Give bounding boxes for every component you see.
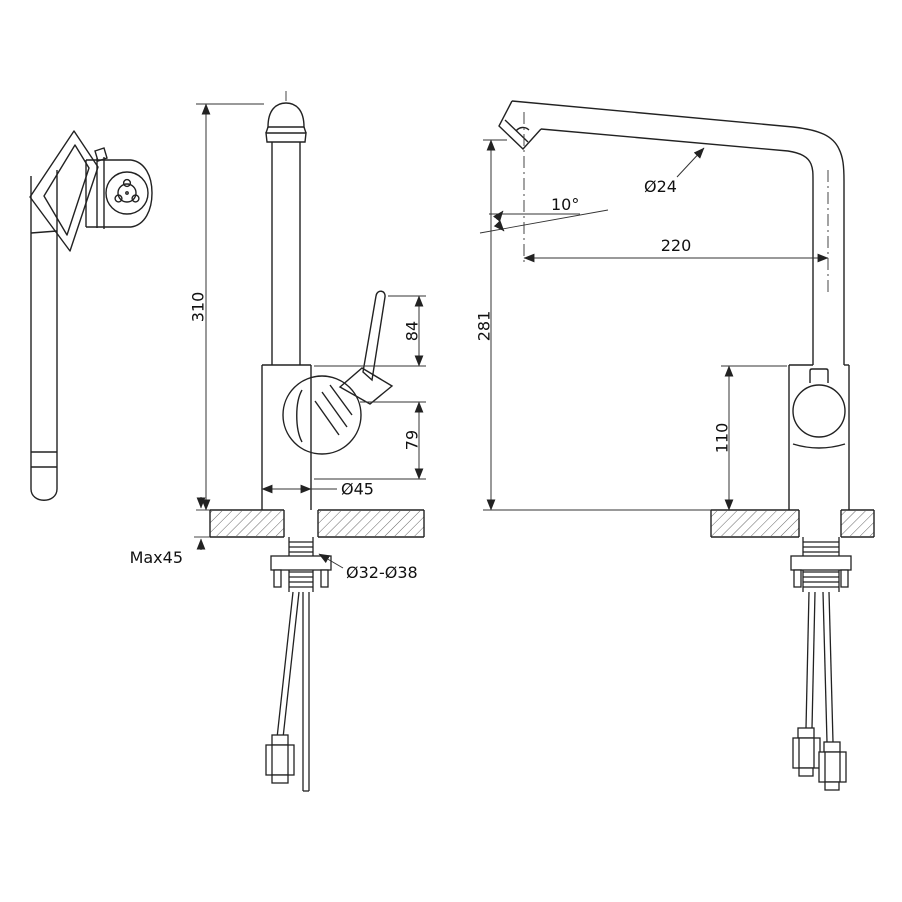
dim-max-counter-thickness-label: Max45 xyxy=(130,548,183,567)
side-view-faucet xyxy=(498,100,850,510)
front-under-counter-hardware xyxy=(265,537,332,792)
dim-total-height-label: 310 xyxy=(189,292,208,323)
dim-body-above-counter-label: 110 xyxy=(713,423,732,454)
front-countertop xyxy=(209,509,425,538)
front-view-faucet xyxy=(261,91,394,510)
front-dimensions: 310 84 79 Ø45 Max45 Ø32-Ø38 xyxy=(130,103,426,582)
side-dimensions: 10° Ø24 220 281 110 xyxy=(475,112,829,511)
dim-spout-angle-label: 10° xyxy=(551,195,579,214)
dim-spout-diameter-label: Ø24 xyxy=(644,177,677,196)
top-view xyxy=(29,130,153,501)
dim-mounting-hole-label: Ø32-Ø38 xyxy=(346,563,418,582)
side-countertop xyxy=(710,509,875,538)
dim-spout-height-label: 281 xyxy=(475,311,494,342)
dim-handle-length-label: 84 xyxy=(403,321,422,341)
dim-body-height-label: 79 xyxy=(403,430,422,450)
dim-body-diameter-label: Ø45 xyxy=(341,480,374,499)
side-under-counter-hardware xyxy=(790,537,852,791)
dim-spout-reach-label: 220 xyxy=(661,236,692,255)
